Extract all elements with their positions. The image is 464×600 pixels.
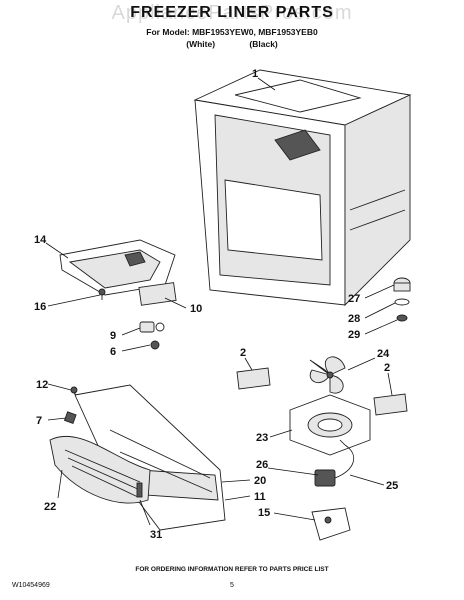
- fan-blade: [309, 356, 346, 394]
- callout-23: 23: [256, 432, 268, 444]
- clip-7: [63, 411, 77, 424]
- rear-cover: [74, 384, 226, 531]
- page-number: 5: [230, 582, 234, 589]
- document-number: W10454969: [12, 582, 50, 589]
- callout-27: 27: [348, 293, 360, 305]
- leader-lines: [45, 77, 398, 526]
- grommet-parts: [393, 277, 411, 322]
- callout-29: 29: [348, 329, 360, 341]
- callout-12: 12: [36, 379, 48, 391]
- foam-pad: [138, 282, 177, 306]
- tab-31: [136, 482, 143, 498]
- callout-25: 25: [386, 480, 398, 492]
- variant-white: (White): [186, 39, 216, 49]
- callout-labels: 1 14 16 10 9 6 27 28 29 2 24 2 12 7 23 2…: [34, 68, 398, 541]
- callout-6: 6: [110, 346, 116, 358]
- model-numbers: For Model: MBF1953YEW0, MBF1953YEB0: [146, 27, 318, 37]
- callout-11: 11: [254, 491, 266, 503]
- ordering-note: FOR ORDERING INFORMATION REFER TO PARTS …: [135, 566, 329, 573]
- motor-bracket: [311, 507, 351, 541]
- lamp-bulb: [150, 340, 160, 350]
- color-variants: (White) (Black): [0, 39, 464, 49]
- freezer-liner: [193, 69, 412, 307]
- fan-housing: [289, 394, 371, 456]
- insulation-strip-left: [236, 367, 271, 390]
- callout-9: 9: [110, 330, 116, 342]
- upper-tray: [59, 239, 176, 296]
- fan-motor: [314, 439, 355, 487]
- callout-7: 7: [36, 415, 42, 427]
- callout-28: 28: [348, 313, 360, 325]
- callout-24: 24: [377, 348, 390, 360]
- callout-1: 1: [252, 68, 258, 80]
- callout-26: 26: [256, 459, 268, 471]
- insulation-strip-right: [373, 393, 408, 416]
- page-title: FREEZER LINER PARTS: [130, 4, 334, 21]
- callout-2-right: 2: [384, 362, 390, 374]
- callout-10: 10: [190, 303, 202, 315]
- callout-16: 16: [34, 301, 46, 313]
- callout-20: 20: [254, 475, 266, 487]
- variant-black: (Black): [249, 39, 278, 49]
- callout-2-left: 2: [240, 347, 246, 359]
- callout-15: 15: [258, 507, 270, 519]
- callout-31: 31: [150, 529, 162, 541]
- callout-14: 14: [34, 234, 47, 246]
- front-grille: [49, 435, 151, 504]
- watermark-text: AppliancePartsPros.com: [111, 2, 353, 24]
- screw-16: [98, 288, 106, 300]
- callout-22: 22: [44, 501, 56, 513]
- lamp-socket: [139, 321, 165, 333]
